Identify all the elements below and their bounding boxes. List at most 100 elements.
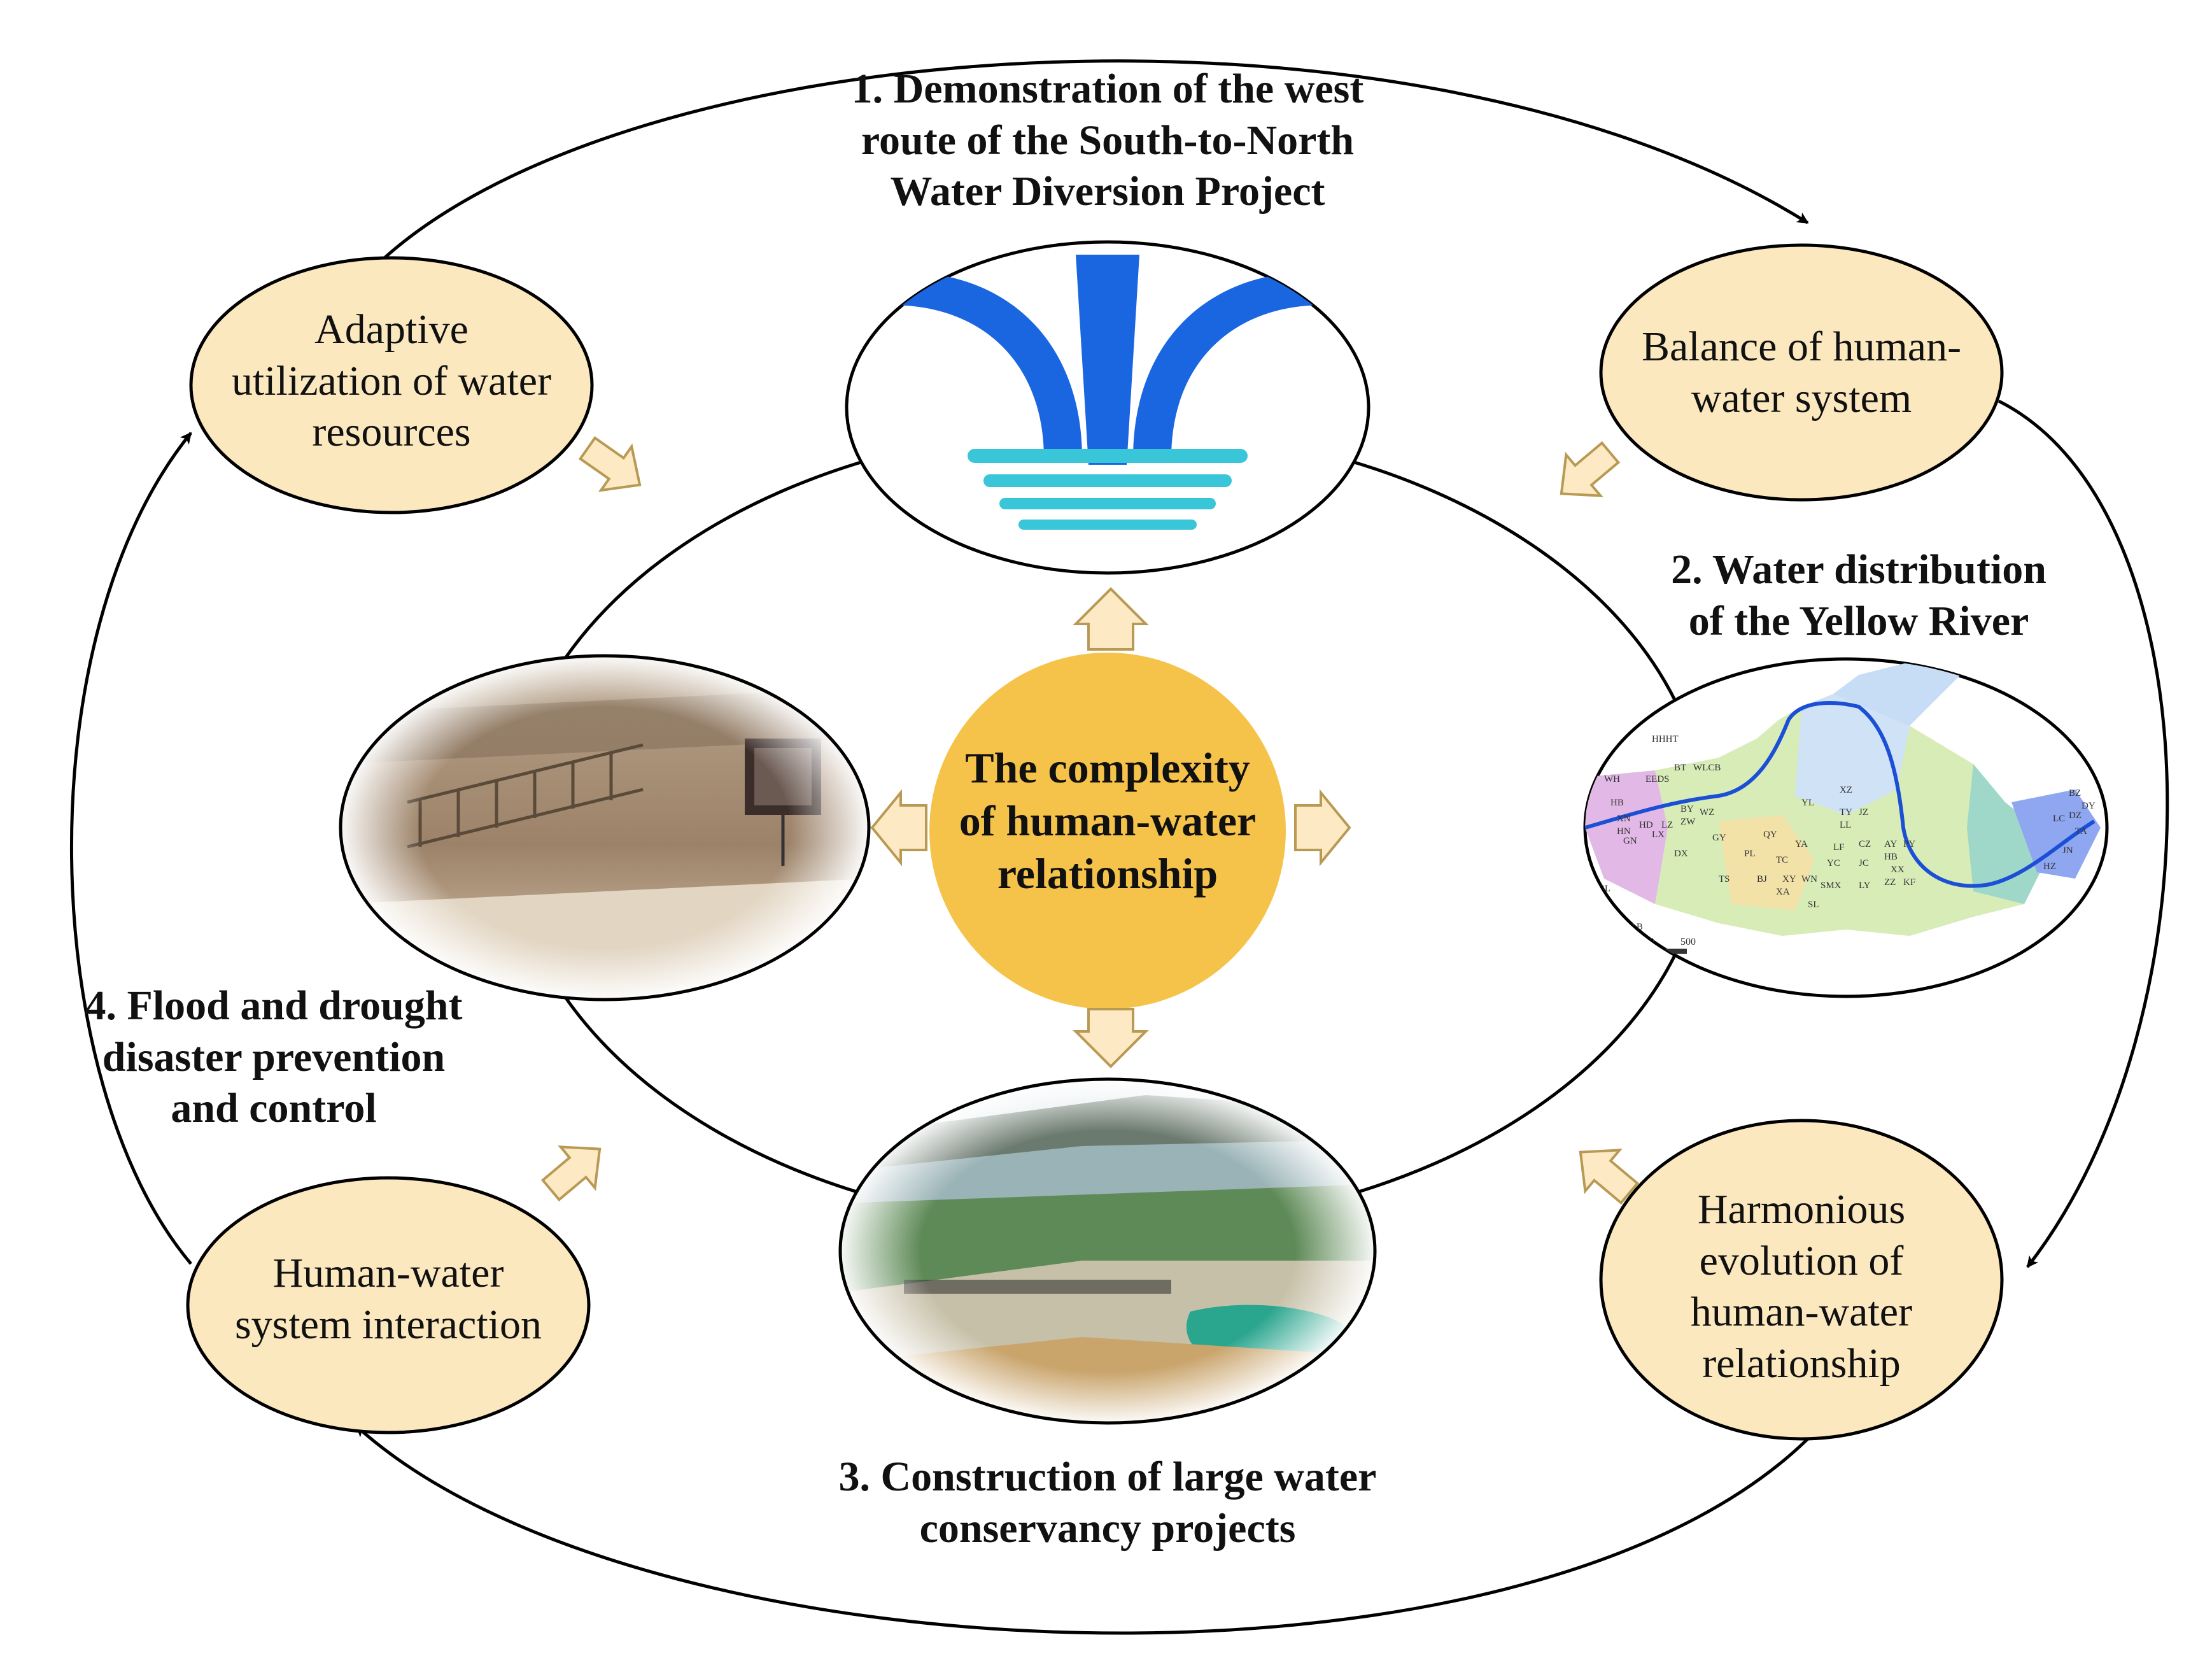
svg-text:SMX: SMX: [1821, 881, 1842, 891]
center-label: The complexity of human-water relationsh…: [929, 742, 1286, 900]
svg-text:WZ: WZ: [1700, 807, 1714, 817]
node-harmonious-label: Harmonious evolution of human-water rela…: [1604, 1184, 1999, 1389]
node-harmonious-line-1: Harmonious: [1697, 1186, 1906, 1233]
svg-text:JN: JN: [2062, 846, 2073, 856]
node-harmonious-line-2: evolution of: [1699, 1237, 1904, 1284]
svg-text:XN: XN: [1617, 814, 1631, 824]
center-line-2: of human-water: [959, 796, 1257, 845]
svg-text:HZ: HZ: [2043, 861, 2056, 872]
svg-text:QY: QY: [1763, 830, 1777, 840]
svg-text:LY: LY: [1859, 881, 1871, 891]
svg-text:HB: HB: [1884, 852, 1898, 862]
node-interaction-line-1: Human-water: [272, 1250, 504, 1296]
svg-text:EEDS: EEDS: [1645, 774, 1670, 784]
svg-text:TY: TY: [1840, 807, 1852, 817]
topic-1-line-1: 1. Demonstration of the west: [851, 66, 1364, 112]
corner-arrow-top-left: [578, 436, 642, 492]
topic-3-label: 3. Construction of large water conservan…: [764, 1452, 1451, 1554]
node-adaptive-line-1: Adaptive: [314, 306, 468, 353]
svg-text:BZ: BZ: [2069, 788, 2081, 798]
svg-text:TS: TS: [1719, 874, 1730, 884]
cycle-arrow-top: [352, 59, 1809, 291]
svg-text:HB: HB: [1610, 798, 1624, 808]
node-balance-bubble: [1599, 243, 2004, 502]
node-harmonious-line-3: human-water: [1690, 1289, 1913, 1336]
center-line-1: The complexity: [965, 744, 1250, 792]
center-line-3: relationship: [997, 849, 1218, 898]
node-balance-label: Balance of human- water system: [1604, 322, 1999, 424]
center-circle: [929, 653, 1286, 1009]
svg-text:JC: JC: [1859, 858, 1869, 868]
topic-3-line-1: 3. Construction of large water: [838, 1454, 1377, 1500]
svg-text:TC: TC: [1776, 855, 1788, 865]
flood-photo: [339, 654, 871, 1001]
svg-text:ZW: ZW: [1680, 817, 1696, 827]
water-diversion-logo: [845, 240, 1370, 575]
svg-text:DZ: DZ: [2069, 810, 2082, 821]
corner-arrow-bottom-right: [1579, 1149, 1640, 1205]
svg-text:HD: HD: [1639, 820, 1653, 830]
svg-text:XZ: XZ: [1840, 785, 1852, 795]
center-arrows: [870, 587, 1351, 1068]
svg-text:JZ: JZ: [1859, 807, 1868, 817]
svg-text:YL: YL: [1801, 798, 1814, 808]
topic-2-label: 2. Water distribution of the Yellow Rive…: [1591, 544, 2126, 647]
topic-2-line-2: of the Yellow River: [1688, 597, 2029, 644]
node-balance-line-1: Balance of human-: [1641, 323, 1962, 370]
node-interaction-label: Human-water system interaction: [191, 1248, 586, 1350]
topic-2-line-1: 2. Water distribution: [1671, 546, 2046, 593]
svg-text:BY: BY: [1680, 804, 1694, 814]
center-arrow-right: [1294, 789, 1351, 867]
svg-text:GY: GY: [1712, 833, 1726, 843]
svg-text:XY: XY: [1782, 874, 1796, 884]
topic-1-line-3: Water Diversion Project: [890, 168, 1325, 215]
cycle-arrow-right: [1997, 399, 2169, 1268]
svg-text:BYNE: BYNE: [1601, 718, 1627, 728]
svg-text:WN: WN: [1801, 874, 1817, 884]
node-interaction-bubble: [186, 1176, 591, 1434]
svg-text:TA: TA: [2075, 826, 2087, 837]
svg-text:HHHT: HHHT: [1652, 734, 1679, 744]
svg-text:125: 125: [1607, 937, 1623, 947]
yellow-river-basin-map: BT WLCB BYNE HHHT EEDS WH XZ TY JZ YL LL…: [1583, 657, 2109, 998]
svg-text:PL: PL: [1744, 849, 1756, 859]
topic-4-label: 4. Flood and drought disaster prevention…: [38, 980, 509, 1135]
topic-3-line-2: conservancy projects: [919, 1504, 1296, 1552]
svg-text:LZ: LZ: [1661, 820, 1673, 830]
svg-text:XX: XX: [1891, 865, 1905, 875]
center-arrow-left: [870, 789, 927, 867]
node-adaptive-line-3: resources: [312, 409, 471, 456]
cycle-arrow-left: [69, 432, 192, 1265]
svg-text:LF: LF: [1833, 842, 1845, 853]
svg-text:LL: LL: [1840, 820, 1851, 830]
svg-text:DY: DY: [2082, 801, 2096, 811]
node-interaction-line-2: system interaction: [234, 1301, 542, 1348]
topic-1-line-2: route of the South-to-North: [861, 117, 1355, 164]
svg-text:YC: YC: [1827, 858, 1840, 868]
corner-arrow-top-right: [1560, 441, 1621, 497]
svg-text:WLCB: WLCB: [1693, 763, 1721, 773]
svg-text:ZZ: ZZ: [1884, 877, 1896, 888]
topic-4-line-3: and control: [171, 1085, 377, 1132]
node-harmonious-line-4: relationship: [1702, 1340, 1901, 1387]
center-arrow-down: [1073, 1008, 1149, 1068]
svg-text:LX: LX: [1652, 830, 1665, 840]
svg-text:AB: AB: [1630, 922, 1643, 932]
svg-text:PY: PY: [1903, 839, 1915, 849]
corner-arrow-bottom-left: [540, 1145, 602, 1202]
dam-aerial-photo: [838, 1077, 1377, 1425]
node-balance-line-2: water system: [1691, 374, 1912, 421]
node-adaptive-label: Adaptive utilization of water resources: [194, 304, 589, 458]
svg-text:DX: DX: [1674, 849, 1688, 859]
node-adaptive-line-2: utilization of water: [231, 357, 552, 404]
svg-text:0: 0: [1585, 937, 1590, 947]
svg-text:HN: HN: [1617, 826, 1631, 837]
svg-text:KF: KF: [1903, 877, 1915, 888]
svg-text:500: 500: [1680, 937, 1696, 947]
svg-text:BJ: BJ: [1757, 874, 1767, 884]
svg-text:BT: BT: [1674, 763, 1686, 773]
svg-text:LC: LC: [2053, 814, 2065, 824]
center-arrow-up: [1073, 587, 1149, 651]
